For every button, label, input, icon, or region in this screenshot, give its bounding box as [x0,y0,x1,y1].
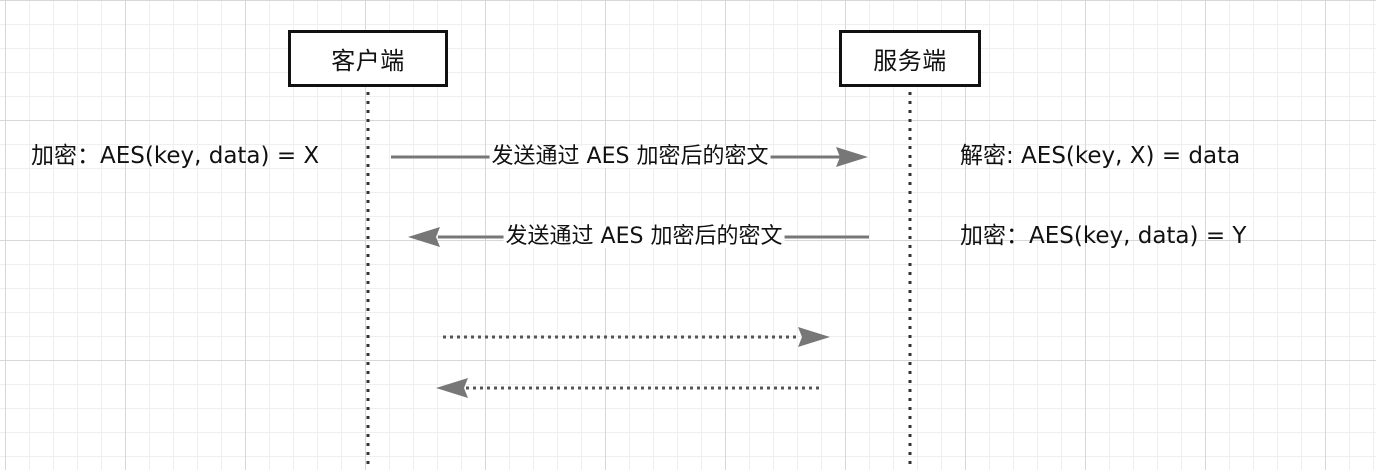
message-3-arrowhead [798,327,830,347]
message-1-label: 发送通过 AES 加密后的密文 [489,144,771,169]
message-2-arrowhead [408,227,440,247]
client-encrypt-note: 加密：AES(key, data) = X [31,143,320,169]
client-actor: 客户端 [288,30,448,87]
message-2-label: 发送通过 AES 加密后的密文 [503,224,785,249]
message-4-arrowhead [436,378,468,398]
message-1-arrowhead [836,147,868,167]
server-decrypt-note: 解密: AES(key, X) = data [960,143,1241,169]
server-encrypt-note: 加密：AES(key, data) = Y [960,223,1247,249]
server-actor: 服务端 [839,30,981,87]
